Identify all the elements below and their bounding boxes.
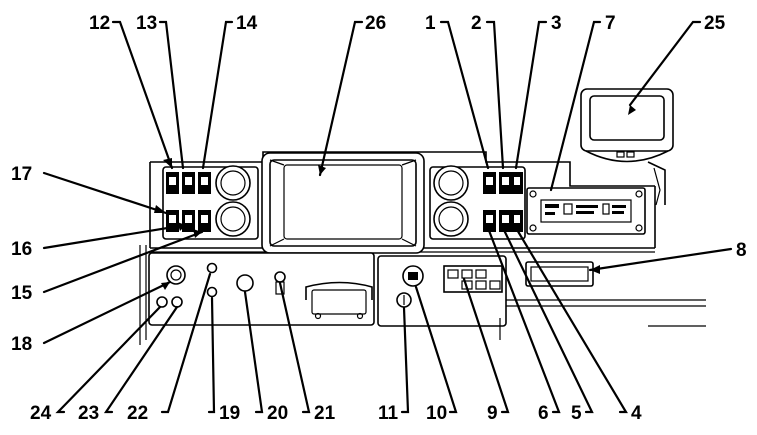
callout-12: 12 bbox=[89, 13, 110, 34]
callout-19: 19 bbox=[219, 403, 240, 424]
leader-lines bbox=[42, 20, 733, 414]
light-23 bbox=[171, 296, 183, 308]
light-24 bbox=[156, 296, 168, 308]
callout-4: 4 bbox=[631, 403, 642, 424]
callout-15: 15 bbox=[11, 283, 33, 304]
auxiliary-display bbox=[580, 88, 674, 206]
knob-18[interactable] bbox=[166, 265, 186, 285]
callout-13: 13 bbox=[136, 13, 157, 34]
lower-center-panel bbox=[377, 255, 507, 327]
callout-14: 14 bbox=[236, 13, 258, 34]
callout-11: 11 bbox=[378, 403, 399, 424]
callout-10: 10 bbox=[426, 403, 447, 424]
callout-2: 2 bbox=[471, 13, 482, 34]
left-switch-cluster bbox=[162, 165, 259, 240]
callout-26: 26 bbox=[365, 13, 386, 34]
callout-5: 5 bbox=[571, 403, 582, 424]
callout-23: 23 bbox=[78, 403, 99, 424]
callout-24: 24 bbox=[30, 403, 52, 424]
callout-3: 3 bbox=[551, 13, 562, 34]
toggle-21[interactable] bbox=[274, 271, 286, 283]
light-19 bbox=[206, 286, 218, 298]
callout-8: 8 bbox=[736, 240, 747, 261]
data-plate bbox=[526, 187, 646, 235]
callout-labels: 12 13 14 26 1 2 3 7 25 17 16 15 18 8 24 … bbox=[11, 13, 747, 424]
callout-6: 6 bbox=[538, 403, 549, 424]
light-22 bbox=[206, 262, 218, 274]
callout-25: 25 bbox=[704, 13, 726, 34]
callout-20: 20 bbox=[267, 403, 288, 424]
main-display bbox=[261, 152, 425, 254]
lower-left-panel bbox=[148, 252, 375, 326]
slot-8 bbox=[525, 261, 594, 287]
callout-17: 17 bbox=[11, 164, 32, 185]
callout-7: 7 bbox=[605, 13, 616, 34]
button-20[interactable] bbox=[236, 274, 254, 292]
callout-22: 22 bbox=[127, 403, 148, 424]
lower-right-structure bbox=[499, 261, 706, 340]
callout-1: 1 bbox=[425, 13, 436, 34]
callout-16: 16 bbox=[11, 239, 32, 260]
callout-9: 9 bbox=[487, 403, 498, 424]
callout-18: 18 bbox=[11, 334, 32, 355]
right-switch-cluster bbox=[429, 165, 526, 240]
callout-21: 21 bbox=[314, 403, 336, 424]
